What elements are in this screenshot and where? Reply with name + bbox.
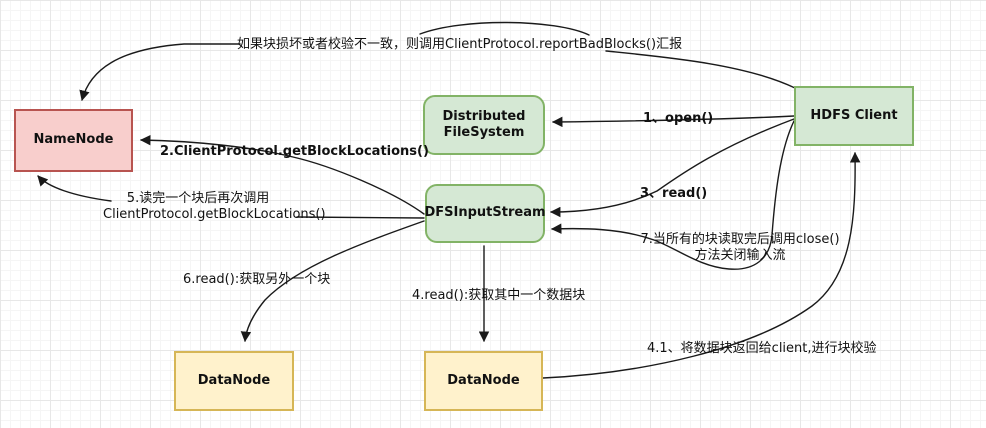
node-hdfs-client-label: HDFS Client <box>810 107 898 123</box>
edge-label-step2-getblocklocations: 2.ClientProtocol.getBlockLocations() <box>160 144 429 159</box>
edge-label-step5-line1: 5.读完一个块后再次调用 <box>126 191 270 206</box>
edge-recall-to-namenode <box>37 175 112 202</box>
edge-label-step5-line2: ClientProtocol.getBlockLocations() <box>103 207 326 223</box>
node-distributed-filesystem: Distributed FileSystem <box>423 95 545 155</box>
edge-report-badblocks-left <box>79 43 241 102</box>
node-distributed-filesystem-line2: FileSystem <box>443 125 525 140</box>
node-distributed-filesystem-label: Distributed FileSystem <box>443 109 526 142</box>
node-namenode-label: NameNode <box>33 132 114 148</box>
edge-recall-right-segment <box>296 216 425 219</box>
edge-get-block-locations <box>139 134 425 215</box>
node-distributed-filesystem-line1: Distributed <box>442 108 526 124</box>
edge-return-block <box>542 151 861 379</box>
edge-label-step3-read: 3、read() <box>640 186 708 201</box>
edge-label-step4-1: 4.1、将数据块返回给client,进行块校验 <box>647 341 877 356</box>
edge-label-step7-line2: 方法关闭输入流 <box>694 248 786 264</box>
edge-label-step6: 6.read():获取另外一个块 <box>183 272 331 287</box>
edge-label-step5: 5.读完一个块后再次调用 ClientProtocol.getBlockLoca… <box>103 191 326 224</box>
edge-close <box>550 120 795 270</box>
edge-label-step1-open: 1、open() <box>643 111 714 126</box>
edge-report-badblocks-hop <box>419 21 590 36</box>
edge-label-step7: 7.当所有的块读取完后调用close() 方法关闭输入流 <box>640 232 840 265</box>
node-datanode-left-label: DataNode <box>197 372 271 388</box>
node-datanode-left: DataNode <box>174 351 294 411</box>
edge-open <box>551 115 795 128</box>
edge-read-next-block <box>240 220 425 343</box>
node-dfs-input-stream: DFSInputStream <box>424 184 546 243</box>
edge-label-step7-line1: 7.当所有的块读取完后调用close() <box>640 232 840 247</box>
node-datanode-right: DataNode <box>424 351 543 411</box>
node-namenode: NameNode <box>14 109 133 172</box>
edge-label-report-badblocks: 如果块损坏或者校验不一致，则调用ClientProtocol.reportBad… <box>237 37 683 52</box>
edge-read <box>549 118 795 218</box>
edge-label-step4: 4.read():获取其中一个数据块 <box>412 288 586 303</box>
node-datanode-right-label: DataNode <box>447 372 520 388</box>
node-dfs-input-stream-label: DFSInputStream <box>424 205 546 221</box>
node-hdfs-client: HDFS Client <box>794 86 914 146</box>
edge-report-badblocks-right <box>605 50 796 89</box>
